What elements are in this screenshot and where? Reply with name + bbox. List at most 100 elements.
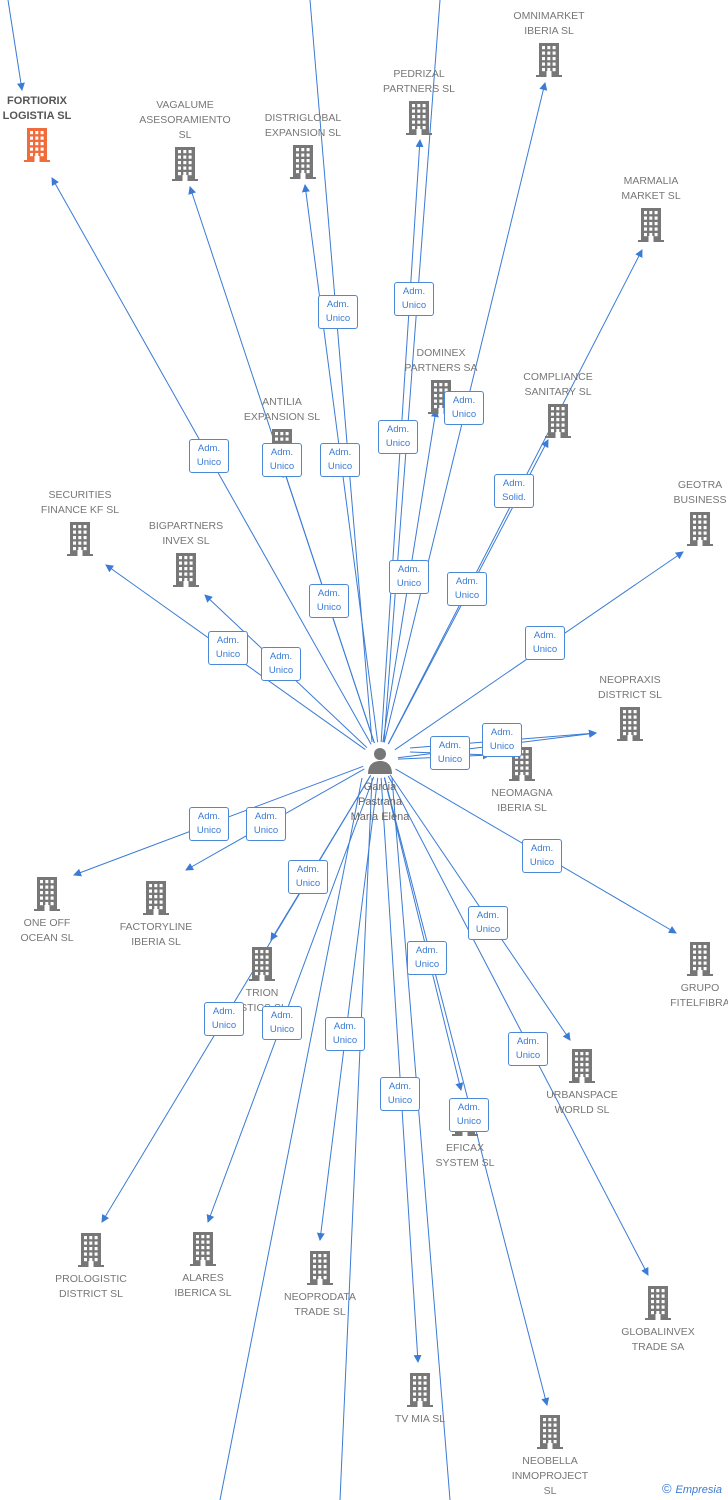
role-label[interactable]: Adm.Unico [482,723,522,757]
role-label-line: Solid. [502,492,526,503]
role-label[interactable]: Adm.Unico [430,736,470,770]
role-label[interactable]: Adm.Unico [288,860,328,894]
role-label[interactable]: Adm.Unico [447,572,487,606]
company-name-line: SL [543,1485,557,1497]
role-label-line: Unico [211,1020,237,1031]
building-icon [290,145,316,179]
role-label-line: Adm. [269,651,293,662]
role-label-line: Unico [401,300,427,311]
company-name-line: MARMALIA [623,175,679,187]
role-label[interactable]: Adm.Unico [189,439,229,473]
company-name-line: DISTRICT SL [598,689,662,701]
role-label-line: Adm. [317,588,341,599]
company-name-line: INMOPROJECT [511,1470,589,1482]
center-person[interactable]: Garcia Pastrana Maria Elena [325,745,435,825]
building-icon [34,877,60,911]
role-label[interactable]: Adm.Unico [522,839,562,873]
role-label[interactable]: Adm.Unico [246,807,286,841]
role-label[interactable]: Adm.Unico [468,906,508,940]
role-label[interactable]: Adm.Unico [508,1032,548,1066]
company-node[interactable]: COMPLIANCE SANITARY SL [488,370,628,443]
role-label-line: Adm. [270,1010,294,1021]
company-name-line: SANITARY SL [524,386,592,398]
building-icon [249,947,275,981]
role-label-line: Unico [451,409,477,420]
role-label-line: Unico [515,1050,541,1061]
role-label-line: Unico [529,857,555,868]
company-name-line: IBERICA SL [174,1287,232,1299]
role-label[interactable]: Adm.Unico [449,1098,489,1132]
company-name-line: COMPLIANCE [523,371,593,383]
role-label[interactable]: Adm.Unico [204,1002,244,1036]
edge-line [384,777,550,1406]
edge-line [391,777,451,1500]
role-label[interactable]: Adm.Unico [389,560,429,594]
role-label[interactable]: Adm.Unico [309,584,349,618]
company-node[interactable]: BIGPARTNERS INVEX SL [116,519,256,592]
role-label-line: Adm. [197,811,221,822]
company-node[interactable]: NEOPRODATA TRADE SL [250,1247,390,1320]
role-label[interactable]: Adm. Solid. [494,474,534,508]
role-label[interactable]: Adm.Unico [262,443,302,477]
building-icon [67,522,93,556]
role-label[interactable]: Adm.Unico [525,626,565,660]
company-name-line: GLOBALINVEX [621,1326,695,1338]
role-label[interactable]: Adm.Unico [261,647,301,681]
role-label[interactable]: Adm. Unico [320,443,360,477]
company-name-line: NEOPRAXIS [599,674,661,686]
role-label-line: Adm. [502,478,526,489]
company-name-line: OMNIMARKET [513,10,585,22]
role-label[interactable]: Adm. Unico [444,391,484,425]
role-label[interactable]: Adm.Unico [262,1006,302,1040]
role-label-line: Unico [327,461,353,472]
edge-line [383,0,441,743]
company-name-line: TRADE SL [294,1306,346,1318]
company-name-line: INVEX SL [162,535,210,547]
company-node[interactable]: NEOPRAXIS DISTRICT SL [560,673,700,746]
role-label-line: Adm. [415,945,439,956]
role-label[interactable]: Adm. Unico [407,941,447,975]
building-icon [307,1251,333,1285]
edge-line [380,777,422,1363]
role-label[interactable]: Adm.Unico [325,1017,365,1051]
role-label-line: Unico [332,1035,358,1046]
role-label[interactable]: Adm.Unico [208,631,248,665]
building-icon [536,43,562,77]
role-label-line: Unico [196,825,222,836]
role-label-line: Unico [414,959,440,970]
role-label-line: Adm. [328,447,352,458]
copyright-symbol: © [661,1481,672,1496]
role-label-line: Adm. [270,447,294,458]
building-icon [687,942,713,976]
company-name-line: NEOPRODATA [284,1291,356,1303]
company-name-line: BIGPARTNERS [148,520,224,532]
role-label-line: Adm. [455,576,479,587]
company-name-line: GEOTRA [677,479,723,491]
role-label[interactable]: Adm.Unico [318,295,358,329]
role-label-line: Adm. [452,395,476,406]
role-label[interactable]: Adm.Unico [378,420,418,454]
role-label-line: Unico [475,924,501,935]
role-label[interactable]: Adm. Unico [189,807,229,841]
role-label[interactable]: Adm.Unico [394,282,434,316]
role-label[interactable]: Adm.Unico [380,1077,420,1111]
company-node[interactable]: TV MIA SL [350,1369,490,1427]
role-label-line: Adm. [490,727,514,738]
